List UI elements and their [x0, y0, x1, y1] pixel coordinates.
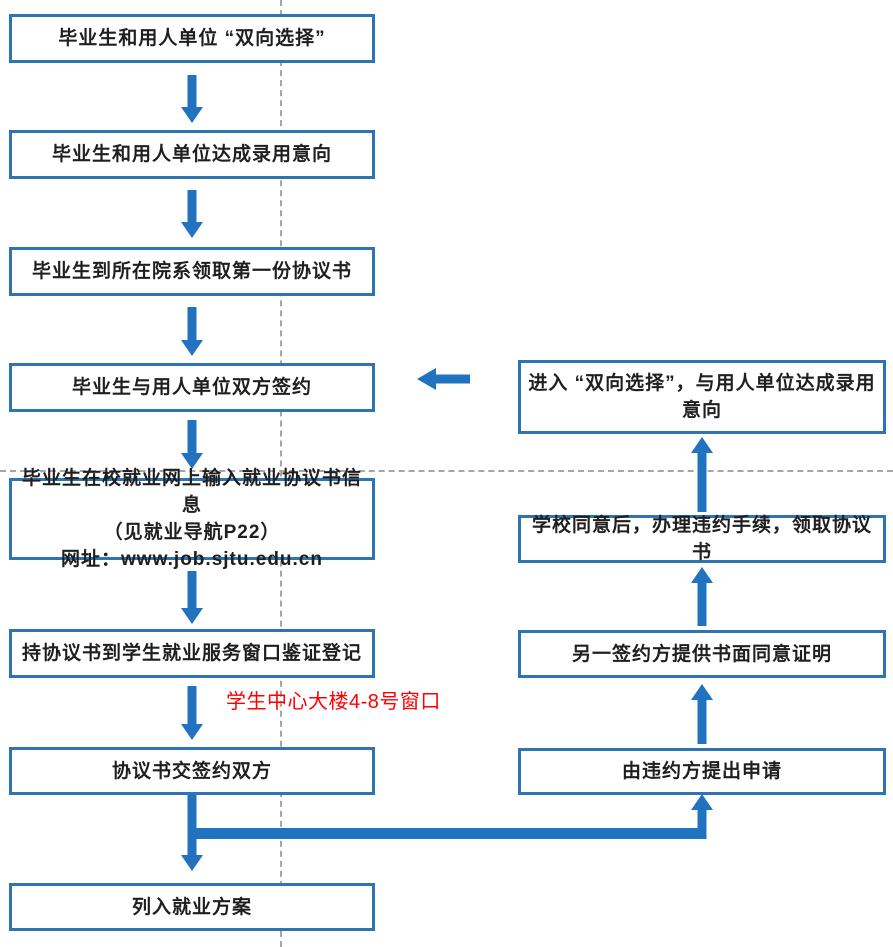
- arrow-up-2: [691, 567, 713, 626]
- flow-step-deliver-agreement: 协议书交签约双方: [9, 747, 375, 795]
- vertical-guide-line: [280, 0, 282, 947]
- flow-step-sign-agreement: 毕业生与用人单位双方签约: [9, 363, 375, 412]
- arrow-down-5: [181, 571, 203, 624]
- breach-step-written-consent: 另一签约方提供书面同意证明: [518, 630, 886, 678]
- arrow-down-6: [181, 686, 203, 740]
- connector-horizontal-line: [188, 828, 707, 839]
- flow-step-enter-info-online: 毕业生在校就业网上输入就业协议书信息 （见就业导航P22） 网址：www.job…: [9, 468, 375, 570]
- arrow-up-1: [691, 437, 713, 512]
- horizontal-guide-line: [0, 470, 893, 472]
- breach-step-reenter-selection: 进入 “双向选择”，与用人单位达成录用意向: [518, 360, 886, 434]
- breach-step-school-approval: 学校同意后，办理违约手续，领取协议书: [518, 515, 886, 563]
- arrow-down-3: [181, 307, 203, 356]
- flow-step-two-way-selection: 毕业生和用人单位 “双向选择”: [9, 14, 375, 63]
- breach-step-apply: 由违约方提出申请: [518, 748, 886, 795]
- arrow-up-4: [691, 794, 713, 839]
- arrow-down-1: [181, 75, 203, 123]
- flow-step-get-agreement: 毕业生到所在院系领取第一份协议书: [9, 247, 375, 296]
- arrow-up-3: [691, 684, 713, 744]
- arrow-down-2: [181, 190, 203, 238]
- arrow-down-4: [181, 420, 203, 469]
- service-window-annotation: 学生中心大楼4-8号窗口: [226, 691, 441, 713]
- flow-step-employment-plan: 列入就业方案: [9, 883, 375, 931]
- arrow-left-icon: [417, 368, 470, 390]
- flow-step-verify-register: 持协议书到学生就业服务窗口鉴证登记: [9, 629, 375, 678]
- flow-step-employment-intent: 毕业生和用人单位达成录用意向: [9, 130, 375, 179]
